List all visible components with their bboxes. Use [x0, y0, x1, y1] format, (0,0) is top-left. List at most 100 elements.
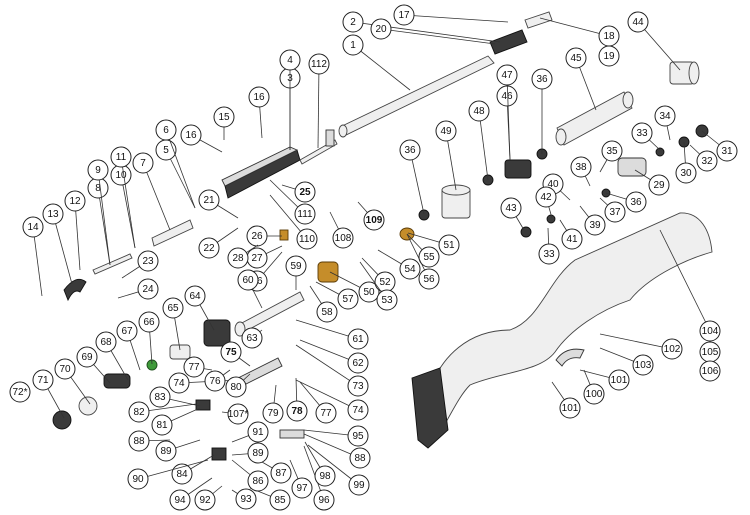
part-callout-c55: 55 — [418, 246, 440, 268]
callout-circle — [220, 341, 242, 363]
leader-line-c112 — [317, 63, 320, 149]
part-callout-c108: 108 — [332, 227, 354, 249]
callout-circle — [313, 489, 335, 511]
callout-number: 111 — [297, 209, 313, 220]
leader-line-c102 — [599, 333, 673, 350]
part-callout-c46: 46 — [496, 85, 518, 107]
callout-circle — [155, 440, 177, 462]
part-callout-c13: 13 — [42, 203, 64, 225]
part-callout-c61: 61 — [347, 328, 369, 350]
callout-circle — [9, 381, 31, 403]
callout-circle — [347, 375, 369, 397]
callout-circle — [598, 45, 620, 67]
leader-line-c99 — [307, 444, 360, 486]
part-callout-c83: 83 — [149, 386, 171, 408]
callout-number: 71 — [37, 375, 49, 386]
callout-circle — [54, 358, 76, 380]
leader-line-c47 — [506, 74, 511, 161]
callout-number: 68 — [100, 337, 112, 348]
part-callout-c20: 20 — [370, 18, 392, 40]
callout-number: 17 — [398, 10, 410, 21]
callout-number: 62 — [352, 358, 364, 369]
callout-number: 24 — [142, 284, 154, 295]
callout-number: 82 — [133, 407, 145, 418]
part-callout-c37: 37 — [604, 201, 626, 223]
callout-circle — [584, 214, 606, 236]
callout-number: 89 — [160, 446, 172, 457]
callout-number: 38 — [575, 162, 587, 173]
part-callout-c102: 102 — [661, 338, 683, 360]
callout-circle — [213, 106, 235, 128]
leader-line-c7 — [142, 162, 171, 231]
piston-head — [504, 159, 532, 179]
part-callout-c101b: 101 — [608, 369, 630, 391]
callout-number: 52 — [379, 277, 391, 288]
part-callout-c77a: 77 — [183, 356, 205, 378]
part-callout-c58: 58 — [316, 301, 338, 323]
callout-circle — [296, 228, 318, 250]
callout-number: 35 — [606, 146, 618, 157]
callout-number: 70 — [59, 364, 71, 375]
callout-circle — [342, 11, 364, 33]
part-callout-c64: 64 — [184, 285, 206, 307]
callout-circle — [570, 156, 592, 178]
callout-number: 13 — [47, 209, 59, 220]
part-callout-c23: 23 — [137, 250, 159, 272]
part-callout-c109: 109 — [363, 209, 385, 231]
callout-circle — [399, 139, 421, 161]
part-callout-c41: 41 — [561, 228, 583, 250]
part-callout-c112: 112 — [308, 53, 330, 75]
part-callout-c62: 62 — [347, 352, 369, 374]
callout-number: 57 — [342, 294, 354, 305]
cocking-rod — [299, 129, 338, 165]
leader-line-c90 — [137, 459, 209, 480]
callout-number: 103 — [635, 360, 652, 371]
callout-circle — [332, 227, 354, 249]
leader-line-c44 — [637, 21, 681, 71]
callout-number: 14 — [27, 222, 39, 233]
callout-number: 60 — [242, 275, 254, 286]
callout-number: 49 — [440, 126, 452, 137]
callout-number: 9 — [95, 165, 101, 176]
part-callout-c51: 51 — [438, 234, 460, 256]
callout-circle — [627, 11, 649, 33]
part-callout-c36c: 36 — [625, 191, 647, 213]
callout-number: 29 — [653, 180, 665, 191]
part-callout-c88a: 88 — [128, 430, 150, 452]
part-callout-c70: 70 — [54, 358, 76, 380]
callout-number: 39 — [589, 220, 601, 231]
callout-number: 105 — [702, 347, 719, 358]
callout-circle — [716, 140, 738, 162]
part-callout-c9: 9 — [87, 159, 109, 181]
callout-number: 88 — [354, 453, 366, 464]
callout-number: 75 — [225, 347, 237, 358]
leader-line-c6 — [165, 129, 196, 209]
callout-circle — [128, 430, 150, 452]
callout-circle — [110, 146, 132, 168]
callout-number: 25 — [299, 187, 311, 198]
part-callout-c106: 106 — [699, 360, 721, 382]
part-callout-c98: 98 — [314, 465, 336, 487]
callout-circle — [138, 311, 160, 333]
part-callout-c105: 105 — [699, 341, 721, 363]
callout-number: 42 — [540, 192, 552, 203]
part-callout-c91: 91 — [247, 421, 269, 443]
callout-circle — [169, 489, 191, 511]
part-callout-c71: 71 — [32, 369, 54, 391]
transfer-port — [169, 344, 191, 360]
part-callout-c34: 34 — [654, 105, 676, 127]
callout-circle — [198, 189, 220, 211]
part-callout-c4: 4 — [279, 49, 301, 71]
trigger-pin-rod — [92, 253, 133, 275]
part-callout-c6: 6 — [155, 119, 177, 141]
part-callout-c97: 97 — [291, 477, 313, 499]
callout-number: 101 — [562, 403, 579, 414]
end-cap — [669, 61, 700, 85]
callout-number: 28 — [232, 253, 244, 264]
callout-number: 102 — [664, 344, 681, 355]
part-callout-c82: 82 — [128, 401, 150, 423]
part-callout-c14: 14 — [22, 216, 44, 238]
callout-number: 36 — [630, 197, 642, 208]
callout-number: 51 — [443, 240, 455, 251]
